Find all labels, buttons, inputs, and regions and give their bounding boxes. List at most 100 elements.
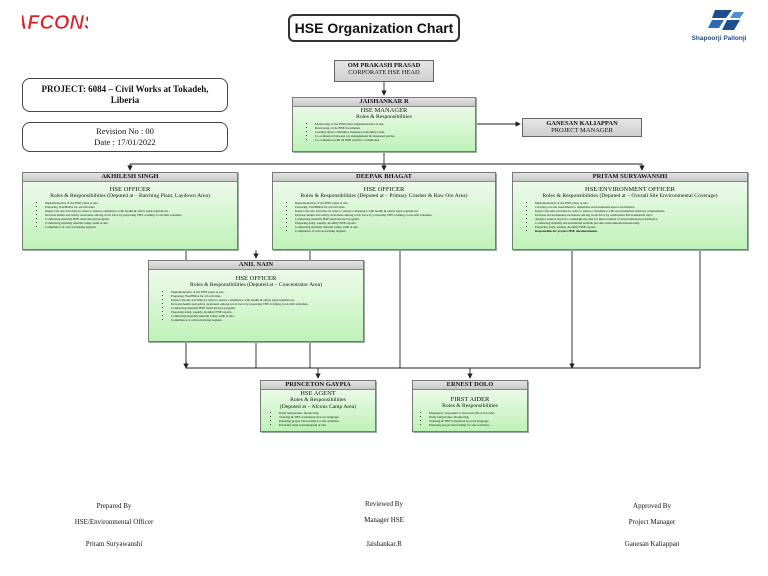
signature-reviewed: Reviewed By Manager HSE Jaishankar.R bbox=[304, 496, 464, 548]
duty-item: Conducting monthly internal safety audit… bbox=[45, 221, 237, 225]
shapoorji-logo-text: Shapoorji Pallonji bbox=[691, 35, 747, 42]
duty-item: Inspect the site activities in order to … bbox=[171, 298, 363, 302]
duty-item: Compliance of action tracking register. bbox=[295, 229, 495, 233]
duty-item: Conducting monthly environmental audit &… bbox=[535, 221, 747, 225]
duty-item: Increase health and safety awareness amo… bbox=[295, 213, 495, 217]
duty-item: Preparing JSA/HIRA for all activities. bbox=[171, 294, 363, 298]
duty-item: Implementation of the HSE plans at site. bbox=[535, 201, 747, 205]
duty-item: Implementation of the HSE plans at site. bbox=[295, 201, 495, 205]
officer-role: HSE OFFICER bbox=[235, 275, 277, 282]
project-manager-role: PROJECT MANAGER bbox=[551, 127, 613, 134]
duty-item: Preparing daily, weekly, monthly HSE rep… bbox=[295, 221, 495, 225]
officer-box-pritam: PRITAM SURYAWANSHI HSE/ENVIRONMENT OFFIC… bbox=[512, 172, 748, 250]
duty-item: Compliance of action tracking register. bbox=[171, 318, 363, 322]
duty-item: Co-ordination between top management & i… bbox=[315, 134, 475, 138]
duty-item: Inspect the site activities in order to … bbox=[295, 209, 495, 213]
officer-role: HSE OFFICER bbox=[363, 186, 405, 193]
page-title-text: HSE Organization Chart bbox=[294, 20, 454, 36]
project-manager-box: GANESAN KALIAPPAN PROJECT MANAGER bbox=[522, 118, 642, 137]
duty-item: Reviewing of the HSE documents. bbox=[315, 126, 475, 130]
project-manager-name: GANESAN KALIAPPAN bbox=[546, 120, 618, 127]
officer-name: AKHILESH SINGH bbox=[23, 173, 237, 182]
duty-item: Preparing JSA/HIRA for all activities. bbox=[45, 205, 237, 209]
officer-role: HSE/ENVIRONMENT OFFICER bbox=[585, 186, 675, 193]
duty-item: Compliance of action tracking register. bbox=[45, 225, 237, 229]
duty-item: Training & TBT translation in local lang… bbox=[429, 419, 527, 423]
officer-sub: Roles & Responsibilities (Deputed at – C… bbox=[190, 282, 322, 288]
revision-date: Date : 17/01/2022 bbox=[94, 137, 156, 147]
first-aider-role: FIRST AIDER bbox=[450, 396, 490, 403]
duty-item: Analyse natural resource consumptions da… bbox=[535, 217, 747, 221]
duty-item: Preparing daily, weekly, monthly HSE rep… bbox=[535, 225, 747, 229]
signature-position: Manager HSE bbox=[364, 516, 404, 524]
signature-prepared: Prepared By HSE/Environmental Officer Pr… bbox=[34, 498, 194, 548]
duty-item: Implementation of the HSE plans at site. bbox=[171, 290, 363, 294]
project-label-box: PROJECT: 6084 – Civil Works at Tokadeh, … bbox=[22, 78, 228, 112]
duty-item: Responsible for project HSE documentatio… bbox=[535, 229, 747, 233]
officer-box-anil: ANIL NAIN HSE OFFICER Roles & Responsibi… bbox=[148, 260, 364, 342]
duty-item: Preparing daily, weekly, monthly HSE rep… bbox=[171, 310, 363, 314]
officer-duties: Implementation of the HSE plans at site.… bbox=[23, 201, 237, 229]
signature-name: Jaishankar.R bbox=[366, 540, 402, 548]
hse-agent-role: HSE AGENT bbox=[300, 390, 336, 397]
officer-sub: Roles & Responsibilities (Deputed at – B… bbox=[50, 193, 210, 199]
officer-name: DEEPAK BHAGAT bbox=[273, 173, 495, 182]
duty-item: Daily temperature monitoring. bbox=[279, 411, 375, 415]
signature-position: HSE/Environmental Officer bbox=[74, 518, 154, 526]
signature-caption: Prepared By bbox=[96, 502, 132, 510]
officer-duties: Implementation of the HSE plans at site.… bbox=[273, 201, 495, 233]
revision-box: Revision No : 00 Date : 17/01/2022 bbox=[22, 122, 228, 152]
corporate-hse-head-role: CORPORATE HSE HEAD bbox=[348, 69, 420, 76]
signature-name: Pritam Suryawanshi bbox=[85, 540, 143, 548]
officer-role: HSE OFFICER bbox=[109, 186, 151, 193]
revision-number: Revision No : 00 bbox=[96, 126, 154, 136]
duty-item: Increase health and safety awareness amo… bbox=[45, 213, 237, 217]
hse-agent-sub: Roles & Responsibilities bbox=[290, 397, 346, 403]
corporate-hse-head-name: OM PRAKASH PRASAD bbox=[347, 62, 421, 69]
first-aider-sub: Roles & Responsibilities bbox=[442, 403, 498, 409]
duty-item: Increase health and safety awareness amo… bbox=[171, 302, 363, 306]
first-aider-box: ERNEST DOLO FIRST AIDER Roles & Responsi… bbox=[412, 380, 528, 432]
hse-agent-deputed: (Deputed at – Afcons Camp Area) bbox=[279, 403, 357, 410]
officer-box-akhilesh: AKHILESH SINGH HSE OFFICER Roles & Respo… bbox=[22, 172, 238, 250]
officer-box-deepak: DEEPAK BHAGAT HSE OFFICER Roles & Respon… bbox=[272, 172, 496, 250]
signature-position: Project Manager bbox=[628, 518, 676, 526]
duty-item: Leading safety committee meeting on mont… bbox=[315, 130, 475, 134]
officer-name: ANIL NAIN bbox=[149, 261, 363, 270]
duty-item: Conducting monthly HSE motivational prog… bbox=[295, 217, 495, 221]
first-aider-duties: Emergency responder to site team (First … bbox=[413, 411, 527, 427]
hse-agent-name: PRINCETON GAYPIA bbox=[261, 381, 375, 390]
hse-manager-role: HSE MANAGER bbox=[360, 107, 408, 114]
duty-item: Inspect the site activities in order to … bbox=[45, 209, 237, 213]
duty-item: Carrying out site assessment to determin… bbox=[535, 205, 747, 209]
duty-item: Daily temperature monitoring. bbox=[429, 415, 527, 419]
signature-caption: Approved By bbox=[633, 502, 671, 510]
project-label: PROJECT: 6084 – Civil Works at Tokadeh, … bbox=[41, 84, 209, 105]
duty-item: Increase environmental awareness among w… bbox=[535, 213, 747, 217]
duty-item: Monitoring of the HSE plans implementati… bbox=[315, 122, 475, 126]
duty-item: Ensuring proper barricading for site act… bbox=[279, 419, 375, 423]
duty-item: Co-ordination with all HSE team for comp… bbox=[315, 138, 475, 142]
corporate-hse-head-box: OM PRAKASH PRASAD CORPORATE HSE HEAD bbox=[334, 60, 434, 82]
duty-item: Training & TBT translation in local lang… bbox=[279, 415, 375, 419]
signature-caption: Reviewed By bbox=[365, 500, 403, 508]
hse-agent-box: PRINCETON GAYPIA HSE AGENT Roles & Respo… bbox=[260, 380, 376, 432]
officer-name: PRITAM SURYAWANSHI bbox=[513, 173, 747, 182]
duty-item: Conducting monthly HSE motivational prog… bbox=[171, 306, 363, 310]
shapoorji-logo-icon bbox=[688, 6, 762, 46]
duty-item: Inspect the site activities in order to … bbox=[535, 209, 747, 213]
duty-item: Ensuring proper barricading for site act… bbox=[429, 423, 527, 427]
hse-agent-duties: Daily temperature monitoring. Training &… bbox=[261, 411, 375, 427]
duty-item: Conducting monthly internal safety audit… bbox=[295, 225, 495, 229]
duty-item: Implementation of the HSE plans at site. bbox=[45, 201, 237, 205]
hse-manager-duties: Monitoring of the HSE plans implementati… bbox=[293, 122, 475, 142]
duty-item: Conducting monthly internal safety audit… bbox=[171, 314, 363, 318]
officer-duties: Implementation of the HSE plans at site.… bbox=[513, 201, 747, 233]
duty-item: Emergency responder to site team (First … bbox=[429, 411, 527, 415]
duty-item: Conducting monthly HSE motivational prog… bbox=[45, 217, 237, 221]
signature-name: Ganesan Kaliappan bbox=[624, 540, 680, 548]
hse-manager-sub: Roles & Responsibilities bbox=[356, 114, 412, 120]
duty-item: Preparing JSA/HIRA for all activities. bbox=[295, 205, 495, 209]
afcons-logo: AFCONS bbox=[11, 9, 98, 35]
